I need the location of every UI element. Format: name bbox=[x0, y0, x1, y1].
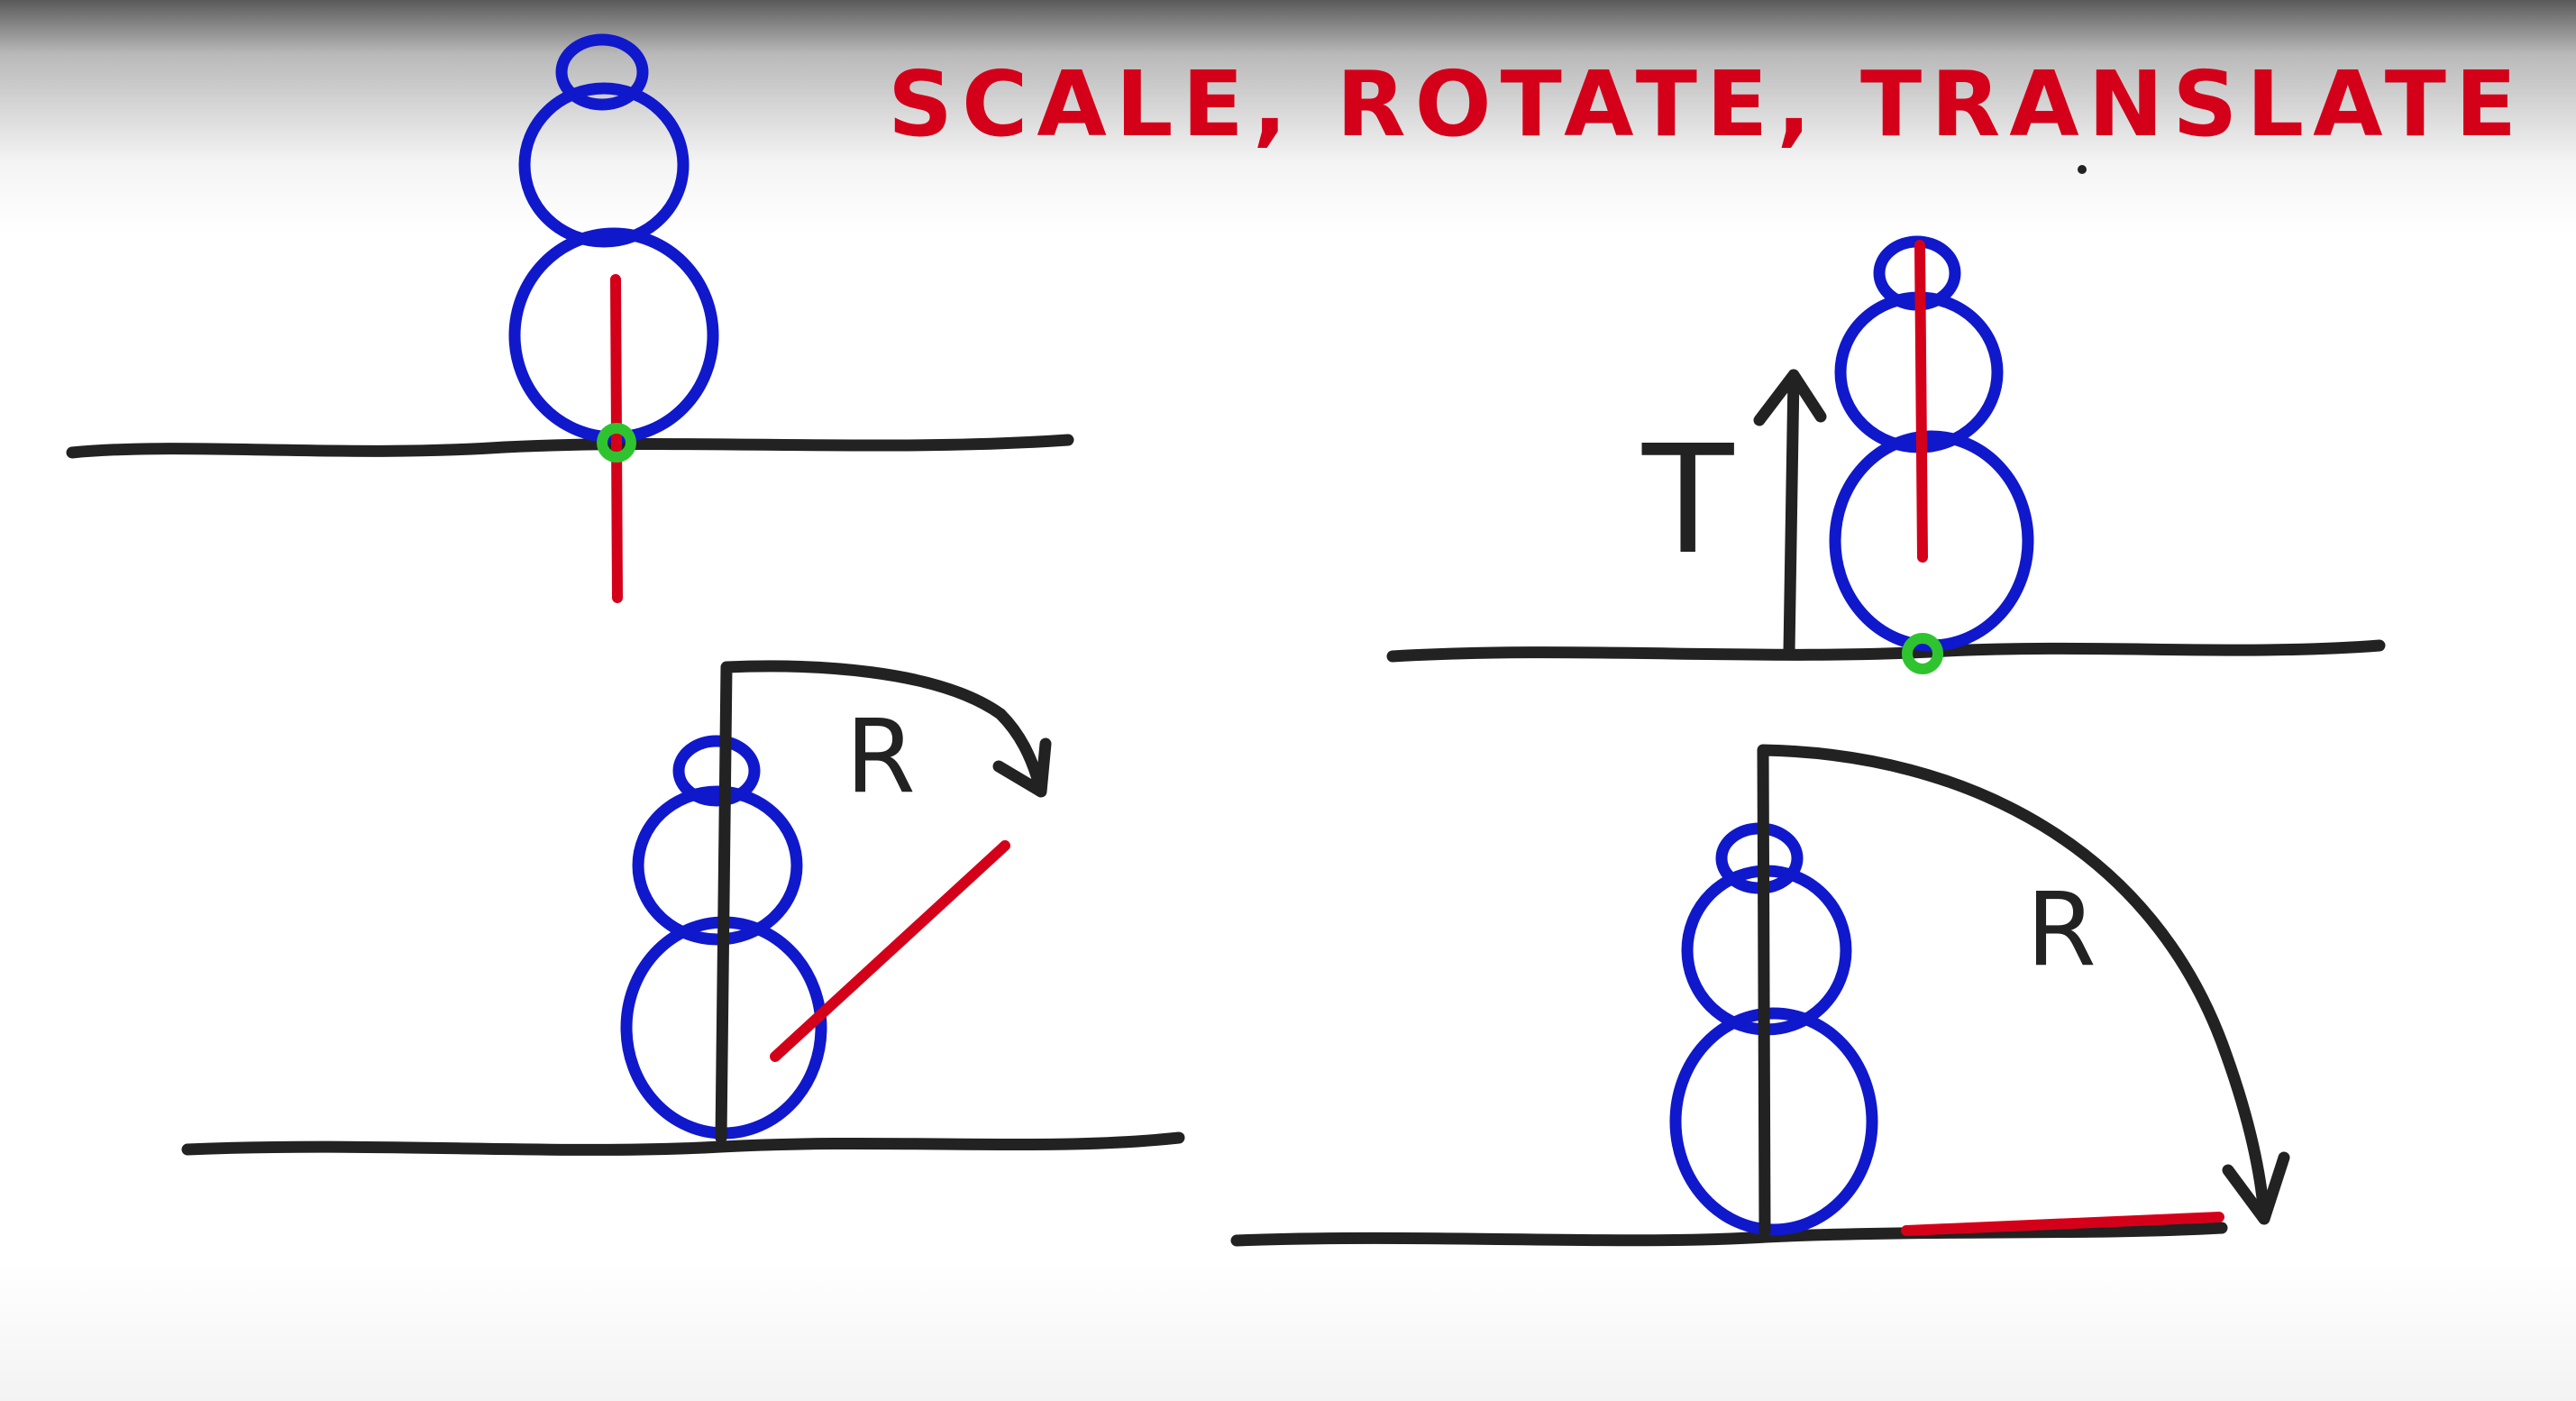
rotate-label: R bbox=[845, 699, 916, 816]
rotation-arrow bbox=[2222, 1151, 2290, 1225]
panel-rotate-full: R bbox=[1230, 744, 2290, 1247]
pivot-point bbox=[597, 423, 636, 462]
snowman-head bbox=[632, 785, 803, 946]
rotated-axis bbox=[1901, 1212, 2224, 1236]
translate-label: T bbox=[1641, 414, 1734, 588]
ground-line bbox=[181, 1131, 1185, 1156]
snowman bbox=[1669, 822, 1878, 1236]
translate-arrow bbox=[1753, 369, 1827, 657]
panel-scale bbox=[66, 33, 1074, 603]
snowman-head bbox=[518, 82, 690, 248]
rotation-arrow bbox=[992, 708, 1052, 798]
ground-line bbox=[1230, 1222, 2228, 1247]
vertical-axis bbox=[715, 660, 1007, 1144]
rotated-axis bbox=[770, 840, 1010, 1062]
diagram-title: SCALE, ROTATE, TRANSLATE bbox=[888, 51, 2526, 157]
pivot-point bbox=[1902, 633, 1943, 674]
rotate-label: R bbox=[2026, 872, 2096, 989]
snowman bbox=[1829, 235, 2034, 652]
ground-line bbox=[1386, 639, 2386, 663]
ground-line bbox=[66, 434, 1074, 459]
vertical-axis bbox=[1757, 744, 2270, 1238]
panel-rotate-partial: R bbox=[181, 660, 1185, 1156]
stray-dot bbox=[2078, 165, 2087, 174]
snowman-body bbox=[1669, 1007, 1878, 1236]
snowman-body bbox=[1829, 430, 2034, 652]
snowman-hat bbox=[672, 735, 761, 807]
snowman-hat bbox=[555, 33, 649, 111]
pivot-axis bbox=[1914, 240, 1928, 563]
pivot-axis bbox=[610, 274, 623, 603]
panel-translate: T bbox=[1386, 235, 2386, 674]
